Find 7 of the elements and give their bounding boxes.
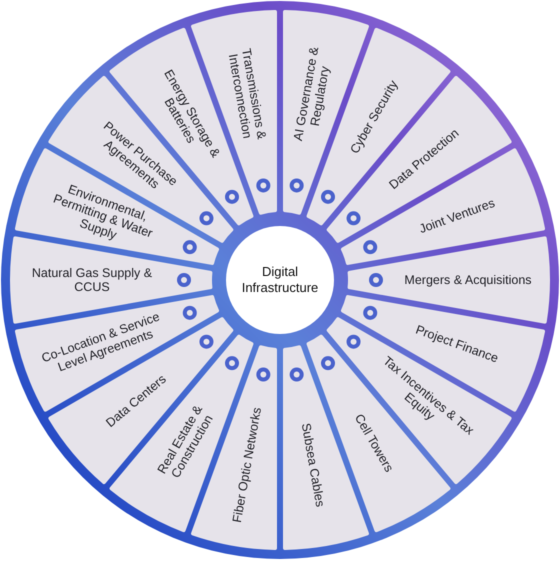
segment-label: Subsea Cables: [294, 400, 331, 530]
center-label: Digital Infrastructure: [230, 264, 330, 296]
segment-label: Natural Gas Supply & CCUS: [28, 266, 156, 294]
segment-label: AI Governance & Regulatory: [288, 29, 338, 160]
segment-label: Mergers & Acquisitions: [404, 273, 532, 287]
segment-label: Fiber Optic Networks: [229, 400, 266, 530]
segment-label: Transmissions & Interconnection: [222, 29, 272, 160]
